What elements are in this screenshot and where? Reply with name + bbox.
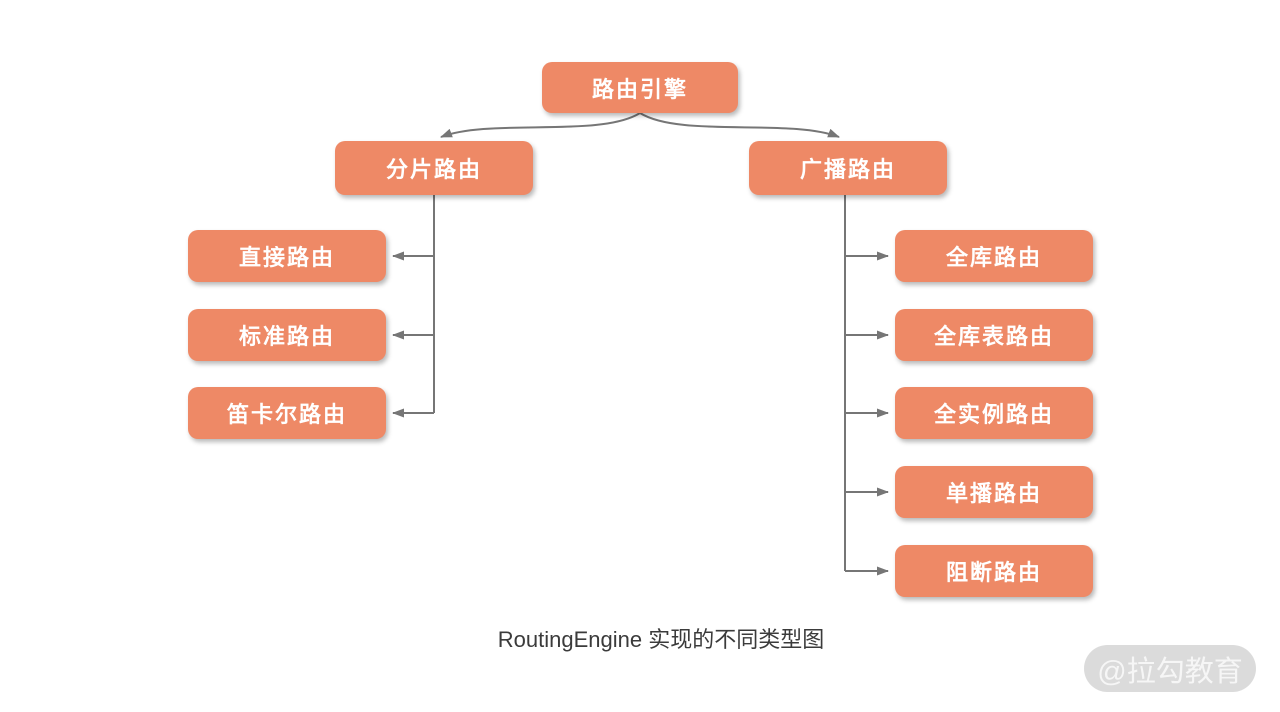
node-standard-routing: 标准路由: [188, 309, 386, 361]
node-unicast-routing: 单播路由: [895, 466, 1093, 518]
node-cartesian-routing: 笛卡尔路由: [188, 387, 386, 439]
node-sharding-routing: 分片路由: [335, 141, 533, 195]
node-full-instance-routing: 全实例路由: [895, 387, 1093, 439]
watermark-badge: @拉勾教育: [1084, 645, 1256, 692]
watermark-text: @拉勾教育: [1097, 655, 1243, 688]
node-broadcast-routing: 广播路由: [749, 141, 947, 195]
connector-root-to-broadcast: [639, 112, 840, 138]
node-full-database-routing: 全库路由: [895, 230, 1093, 282]
node-full-database-table-routing: 全库表路由: [895, 309, 1093, 361]
node-routing-engine: 路由引擎: [542, 62, 738, 113]
connector-root-to-sharding: [440, 112, 641, 138]
node-blocking-routing: 阻断路由: [895, 545, 1093, 597]
diagram-caption: RoutingEngine 实现的不同类型图: [497, 627, 825, 652]
node-direct-routing: 直接路由: [188, 230, 386, 282]
